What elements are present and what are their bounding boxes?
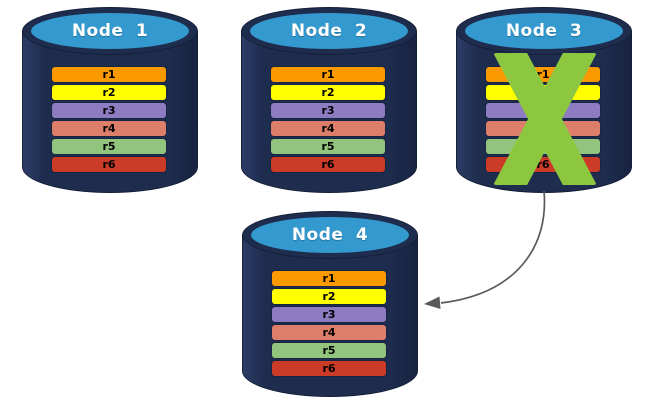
replica-label: r3 [102, 104, 116, 117]
replica-label: r6 [536, 158, 550, 171]
db-node-2: r1 r2 r3 r4 r5 r6 Node 2 [241, 7, 417, 193]
cylinder-top-face: Node 3 [465, 13, 623, 49]
db-node-1: r1 r2 r3 r4 r5 r6 Node 1 [22, 7, 198, 193]
cylinder-top-face: Node 4 [251, 217, 409, 253]
replica-label: r4 [322, 326, 336, 339]
replica-row-r6: r6 [52, 157, 166, 172]
cylinder-top: Node 2 [241, 7, 417, 55]
failure-x-icon [494, 53, 596, 185]
cylinder-top: Node 3 [456, 7, 632, 55]
replica-row-r6: r6 [272, 361, 386, 376]
db-node-4: r1 r2 r3 r4 r5 r6 Node 4 [242, 211, 418, 397]
replica-label: r3 [322, 308, 336, 321]
replica-row-r2: r2 [272, 289, 386, 304]
replica-label: r2 [102, 86, 116, 99]
replica-row-r4: r4 [272, 325, 386, 340]
replica-row-r2: r2 [52, 85, 166, 100]
replica-row-r4: r4 [52, 121, 166, 136]
replica-row-r5: r5 [52, 139, 166, 154]
node-label: Node 2 [290, 21, 368, 41]
cylinder-top: Node 4 [242, 211, 418, 259]
replica-row-r1: r1 [271, 67, 385, 82]
replica-row-r3: r3 [272, 307, 386, 322]
cylinder-top-face: Node 1 [31, 13, 189, 49]
failover-arrow-head [424, 296, 441, 309]
replica-row-r1: r1 [272, 271, 386, 286]
replica-label: r4 [321, 122, 335, 135]
replica-label: r2 [321, 86, 335, 99]
replica-label: r6 [102, 158, 116, 171]
replica-row-r3: r3 [271, 103, 385, 118]
node-label: Node 4 [291, 225, 369, 245]
replica-stack: r1 r2 r3 r4 r5 r6 [52, 67, 166, 175]
cylinder-top-face: Node 2 [250, 13, 408, 49]
replica-label: r1 [536, 68, 550, 81]
replica-label: r6 [321, 158, 335, 171]
replica-label: r6 [322, 362, 336, 375]
replica-row-r1: r1 [52, 67, 166, 82]
replica-row-r6: r6 [271, 157, 385, 172]
replica-label: r5 [102, 140, 116, 153]
replica-row-r5: r5 [272, 343, 386, 358]
replica-row-r2: r2 [271, 85, 385, 100]
replica-label: r3 [321, 104, 335, 117]
replica-row-r3: r3 [52, 103, 166, 118]
node-label: Node 3 [505, 21, 583, 41]
node-label: Node 1 [71, 21, 149, 41]
replica-row-r5: r5 [271, 139, 385, 154]
replica-label: r4 [102, 122, 116, 135]
replica-stack: r1 r2 r3 r4 r5 r6 [272, 271, 386, 379]
failover-arrow-line [440, 190, 546, 304]
replica-label: r1 [322, 272, 336, 285]
replica-row-r4: r4 [271, 121, 385, 136]
replica-label: r5 [322, 344, 336, 357]
replica-label: r1 [321, 68, 335, 81]
replica-stack: r1 r2 r3 r4 r5 r6 [271, 67, 385, 175]
replica-label: r1 [102, 68, 116, 81]
replica-label: r2 [322, 290, 336, 303]
cylinder-top: Node 1 [22, 7, 198, 55]
replica-label: r5 [321, 140, 335, 153]
